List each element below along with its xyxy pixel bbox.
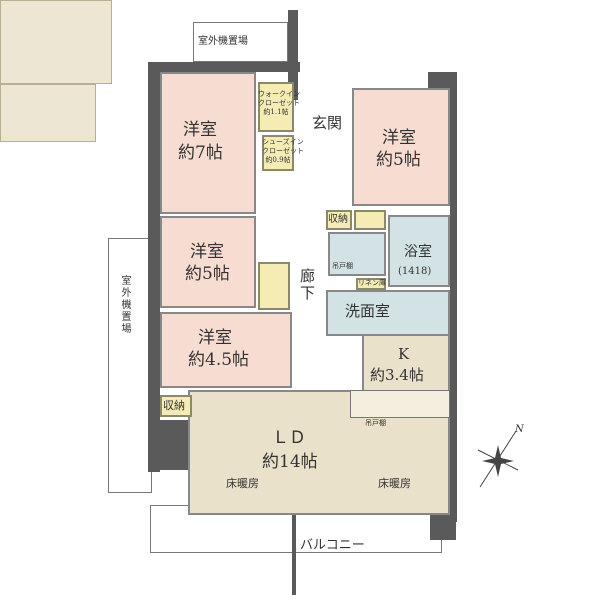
storage-top <box>326 210 352 230</box>
kitchen-label: K <box>398 345 410 363</box>
floor-heating-label: 床暖房 <box>226 477 259 490</box>
floor-heating-label: 床暖房 <box>378 477 411 490</box>
closet-size: 約1.1帖 <box>263 108 289 117</box>
outdoor-unit-label-top: 室外機置場 <box>198 36 248 47</box>
room-western-4-5 <box>160 312 292 388</box>
compass-rose-icon <box>477 430 519 488</box>
wall <box>148 420 188 470</box>
room-size: 約5帖 <box>376 150 421 170</box>
hanging-shelf-label: 吊戸棚 <box>365 419 386 427</box>
ld-label: ＬＤ <box>272 428 306 448</box>
bathroom <box>388 215 450 287</box>
closet-label-line: シューズイン <box>262 138 304 146</box>
wall <box>148 62 160 472</box>
storage-label: 収納 <box>328 214 348 225</box>
room-label: 洋室 <box>382 128 416 148</box>
closet-label-line: クローゼット <box>258 99 300 108</box>
wall <box>430 510 456 540</box>
floor-heating-area <box>0 84 96 142</box>
kitchen-size: 約3.4帖 <box>370 366 424 384</box>
storage-left <box>160 395 192 417</box>
room-size: 約4.5帖 <box>188 350 250 370</box>
room-label: 洋室 <box>198 328 232 348</box>
washroom-label: 洗面室 <box>345 302 391 320</box>
closet-label-line: ウォークイン <box>258 90 300 98</box>
closet <box>258 262 290 310</box>
bath-size: (1418) <box>398 266 432 277</box>
linen-storage <box>356 278 386 290</box>
room-label: 洋室 <box>190 242 224 262</box>
wall <box>148 62 300 72</box>
hanging-shelf-label: 吊戸棚 <box>332 262 353 270</box>
outdoor-unit-area-left <box>108 238 152 493</box>
closet-size: 約0.9帖 <box>265 156 291 165</box>
corridor-label: 廊下 <box>298 268 316 302</box>
room-western-5-right <box>352 88 450 206</box>
balcony-label: バルコニー <box>300 538 365 553</box>
wall <box>288 10 298 100</box>
ld-size: 約14帖 <box>262 452 318 472</box>
toilet-room <box>328 232 386 276</box>
room-label: 洋室 <box>183 120 217 140</box>
closet-label: ウォークインクローゼット約1.1帖 <box>258 90 300 117</box>
wall <box>292 510 296 595</box>
outdoor-unit-label-left: 室外機置場 <box>119 275 130 335</box>
closet <box>354 210 386 230</box>
walk-in-closet <box>258 82 294 132</box>
entrance-label: 玄関 <box>312 114 343 132</box>
storage-label: 収納 <box>163 399 185 412</box>
outdoor-unit-area-top <box>193 22 288 62</box>
shoes-in-closet <box>262 135 294 171</box>
room-size: 約5帖 <box>185 264 230 284</box>
closet-label: シューズインクローゼット約0.9帖 <box>262 138 304 165</box>
kitchen-counter <box>350 390 450 418</box>
floor-heating-area <box>0 0 112 84</box>
room-western-7 <box>160 72 256 214</box>
compass-north-label: N <box>515 424 524 435</box>
closet-label-line: クローゼット <box>262 147 304 156</box>
bath-label: 浴室 <box>404 244 432 260</box>
washroom <box>326 290 450 336</box>
room-western-5-left <box>160 216 256 308</box>
linen-label: リネン庫 <box>358 279 386 287</box>
wall <box>450 72 457 522</box>
room-size: 約7帖 <box>178 143 223 163</box>
